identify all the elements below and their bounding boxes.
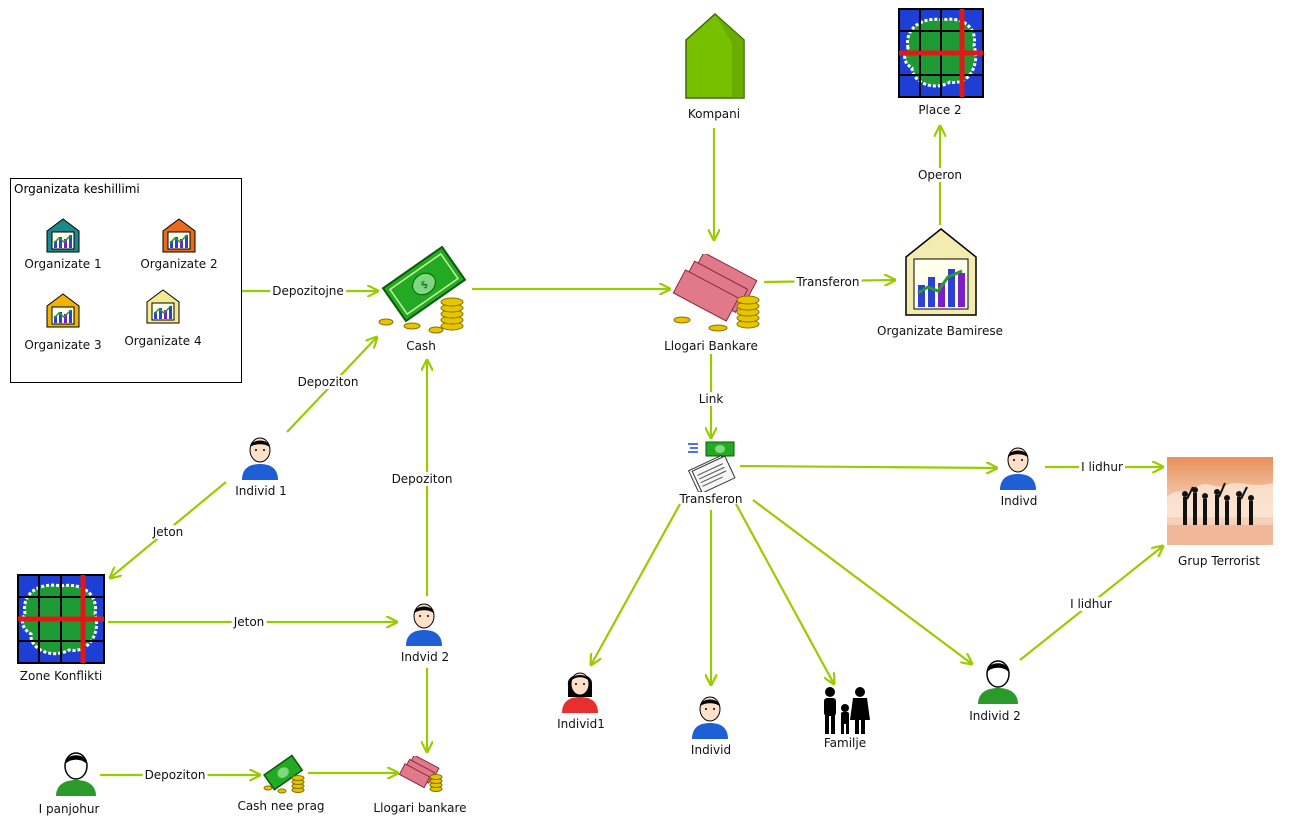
transfer-node[interactable] <box>686 440 738 492</box>
person-node-individ2[interactable] <box>976 660 1020 704</box>
transfer-document-icon <box>687 441 736 492</box>
map-grid-icon <box>898 8 984 98</box>
person-node-individ1[interactable] <box>240 434 280 480</box>
organization-icon <box>905 228 977 316</box>
node-label-kompani: Kompani <box>687 107 741 121</box>
node-label-cash: Cash <box>406 339 436 353</box>
node-label-organizate-bamirese: Organizate Bamirese <box>877 324 1003 338</box>
person-icon <box>978 660 1018 704</box>
node-label-individ: Individ <box>690 743 732 757</box>
node-label-individ2: Individ 2 <box>969 709 1021 723</box>
group-node[interactable] <box>1167 457 1273 545</box>
organization-icon[interactable] <box>145 288 181 324</box>
organization-icon[interactable] <box>161 217 197 253</box>
female-person-icon <box>562 672 598 713</box>
person-node-individ1-female[interactable] <box>560 667 600 713</box>
node-label-indvid2: Indvid 2 <box>400 650 450 664</box>
edge-label-i-lidhur-individ2: I lidhur <box>1068 597 1114 611</box>
bank-account-small-node[interactable] <box>398 756 444 794</box>
cash-below-threshold-node[interactable] <box>262 754 306 794</box>
edge-label-link: Link <box>696 392 726 406</box>
money-icon <box>263 754 305 794</box>
money-icon: $ <box>378 245 467 334</box>
organization-label-3: Organizate 3 <box>24 338 102 352</box>
bank-account-node[interactable] <box>672 254 764 338</box>
node-label-grup-terrorist: Grup Terrorist <box>1178 554 1260 568</box>
organization-icon[interactable] <box>45 217 81 253</box>
node-label-indivd: Indivd <box>1000 494 1038 508</box>
edge-label-depoziton-individ1: Depoziton <box>295 375 361 389</box>
conflict-zone-node[interactable] <box>17 574 105 664</box>
person-icon <box>56 752 96 796</box>
bank-notes-icon <box>398 756 443 792</box>
edge-transferon-indivd <box>739 466 997 468</box>
charity-organization-node[interactable] <box>904 227 978 317</box>
edge-label-depoziton-panjohur: Depoziton <box>142 768 208 782</box>
edge-label-operon: Operon <box>915 168 965 182</box>
cash-node[interactable]: $ <box>378 244 470 338</box>
person-node-unknown[interactable] <box>54 752 98 796</box>
node-label-transferon: Transferon <box>679 492 743 506</box>
svg-text:$: $ <box>419 279 431 292</box>
organization-group-box[interactable]: Organizata keshillimi Organizate 1 Organ… <box>10 178 242 383</box>
person-icon <box>406 603 442 646</box>
edge-label-i-lidhur-indivd: I lidhur <box>1079 460 1125 474</box>
node-label-cash-nee-prag: Cash nee prag <box>237 799 325 813</box>
family-node[interactable] <box>820 686 870 736</box>
house-icon <box>685 12 745 99</box>
edge-label-jeton-individ1: Jeton <box>150 525 186 539</box>
edge-transferon-familje <box>735 503 834 684</box>
organization-icon[interactable] <box>45 292 81 328</box>
person-node-individ[interactable] <box>690 693 730 739</box>
node-label-llogari-bankare: Llogari Bankare <box>664 339 758 353</box>
node-label-familje: Familje <box>823 736 867 750</box>
map-grid-icon <box>17 574 105 664</box>
node-label-place2: Place 2 <box>918 103 962 117</box>
edge-label-transferon: Transferon <box>794 275 862 289</box>
edge-label-depozitojne: Depozitojne <box>270 284 346 298</box>
node-label-individ1-female: Individ1 <box>557 717 605 731</box>
person-icon <box>692 696 728 739</box>
person-node-indvid2[interactable] <box>404 600 444 646</box>
group-box-title: Organizata keshillimi <box>14 182 140 196</box>
edge-transferon-individ1red <box>591 503 681 665</box>
bank-notes-icon <box>672 254 760 332</box>
terrorist-group-image <box>1167 457 1273 545</box>
family-icon <box>824 687 870 734</box>
person-icon <box>1000 447 1036 490</box>
node-label-zone-konflikti: Zone Konflikti <box>19 669 103 683</box>
node-label-individ1: Individ 1 <box>235 484 287 498</box>
organization-label-4: Organizate 4 <box>124 334 202 348</box>
organization-label-1: Organizate 1 <box>24 257 102 271</box>
organization-label-2: Organizate 2 <box>140 257 218 271</box>
node-label-llogari-bankare-small: Llogari bankare <box>373 801 467 815</box>
place-node[interactable] <box>898 8 984 98</box>
person-node-indivd[interactable] <box>998 444 1038 490</box>
edge-transferon-individ2green <box>752 499 972 664</box>
edge-label-jeton-zone: Jeton <box>231 615 267 629</box>
company-node[interactable] <box>684 12 746 100</box>
person-icon <box>242 437 278 480</box>
node-label-i-panjohur: I panjohur <box>38 802 100 816</box>
edge-label-depoziton-indvid2: Depoziton <box>389 472 455 486</box>
